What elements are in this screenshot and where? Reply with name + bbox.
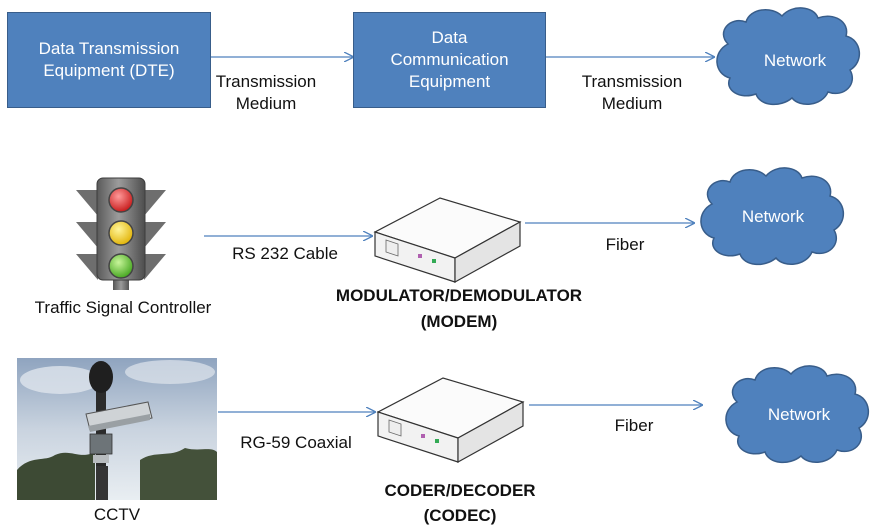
rs232-cable-label: RS 232 Cable: [232, 244, 338, 263]
codec-label-line1: CODER/DECODER: [384, 481, 536, 500]
cctv-label: CCTV: [93, 505, 141, 524]
network-cloud-2: [700, 167, 844, 266]
traffic-signal-controller-label: Traffic Signal Controller: [34, 298, 212, 317]
modem-label-line2: (MODEM): [420, 312, 498, 331]
dce-label: Data Communication Equipment: [390, 28, 509, 91]
network-label-1: Network: [763, 51, 827, 70]
fiber-label-2: Fiber: [614, 416, 654, 435]
dte-box: Data Transmission Equipment (DTE): [7, 12, 211, 108]
transmission-medium-label-2: Transmission Medium: [581, 72, 683, 113]
codec-label-line2: (CODEC): [423, 506, 497, 525]
codec-device-icon: [376, 377, 525, 464]
network-label-3: Network: [767, 405, 831, 424]
rg59-coaxial-label: RG-59 Coaxial: [240, 433, 352, 452]
network-label-2: Network: [741, 207, 805, 226]
dce-box: Data Communication Equipment: [353, 12, 546, 108]
dte-label: Data Transmission Equipment (DTE): [38, 39, 180, 80]
cctv-photo: [17, 358, 217, 500]
traffic-signal-icon: [76, 177, 166, 290]
modem-label-line1: MODULATOR/DEMODULATOR: [335, 286, 583, 305]
modem-device-icon: [373, 197, 522, 284]
network-cloud-3: [725, 365, 869, 464]
transmission-medium-label-1: Transmission Medium: [215, 72, 317, 113]
fiber-label-1: Fiber: [605, 235, 645, 254]
network-cloud-1: [716, 7, 860, 106]
